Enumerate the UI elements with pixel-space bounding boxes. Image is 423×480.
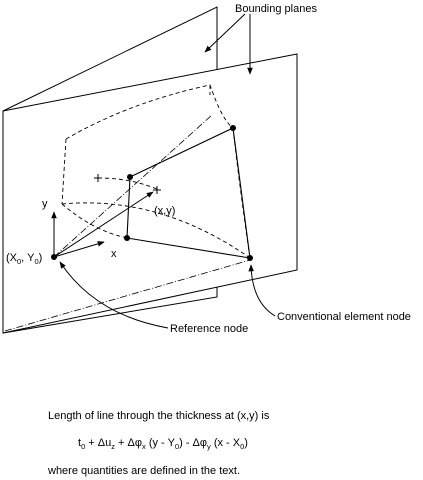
y-axis-label: y — [42, 198, 48, 210]
node-top-back — [230, 125, 236, 131]
bounding-planes-leader-1 — [204, 13, 246, 53]
plus-marker-back — [94, 174, 102, 182]
node-bottom-back — [247, 255, 253, 261]
caption-line-1: Length of line through the thickness at … — [48, 410, 270, 422]
conventional-node-leader — [248, 264, 276, 317]
xy-vector-arrow — [53, 191, 154, 258]
node-top-front — [127, 174, 133, 180]
reference-node-leader — [59, 261, 169, 329]
origin-node — [51, 254, 57, 260]
dash-dot-line-upper — [53, 114, 213, 258]
bounding-planes-label: Bounding planes — [235, 3, 317, 15]
origin-label: (X0, Y0) — [6, 252, 42, 266]
caption-formula: t0 + Δuz + Δφx (y - Y0) - Δφy (x - X0) — [78, 437, 248, 451]
xy-point-label: (x,y) — [154, 205, 175, 217]
conventional-node-label: Conventional element node — [277, 311, 411, 323]
x-axis-label: x — [111, 248, 117, 260]
plus-marker-xy — [153, 186, 161, 194]
dashed-back-element — [61, 84, 251, 259]
dashed-xy-line — [97, 177, 158, 190]
x-axis-arrow — [53, 241, 105, 258]
reference-node-label: Reference node — [170, 323, 248, 335]
caption-line-3: where quantities are defined in the text… — [47, 465, 240, 477]
node-bottom-front — [124, 235, 130, 241]
dash-dot-line-lower — [4, 259, 251, 332]
